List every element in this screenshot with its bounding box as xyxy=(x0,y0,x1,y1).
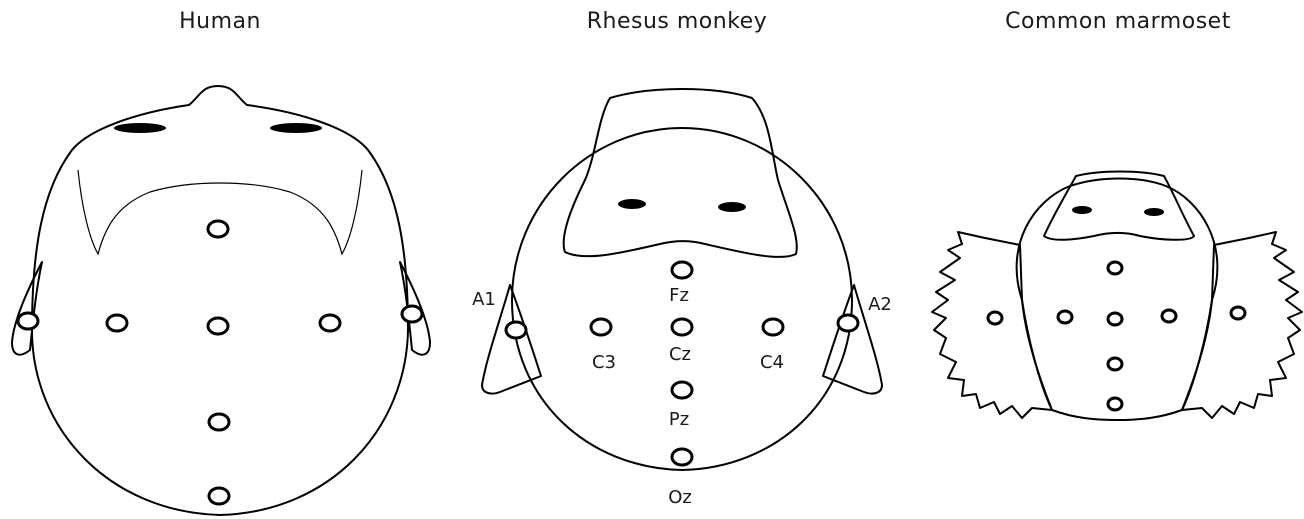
human-hairline xyxy=(78,170,362,254)
marmoset-left-eye xyxy=(1072,206,1092,214)
rhesus-electrode-oz xyxy=(672,449,692,465)
marmoset-head-outline xyxy=(1017,179,1218,421)
human-left-ear xyxy=(12,262,42,355)
rhesus-label-a1: A1 xyxy=(472,289,496,310)
rhesus-left-eye xyxy=(618,199,646,209)
human-head-outline xyxy=(32,86,408,515)
rhesus-electrode-a2 xyxy=(838,315,858,331)
marmoset-electrode-a1 xyxy=(988,312,1002,324)
marmoset-electrode-fz xyxy=(1108,262,1122,274)
rhesus-label-pz: Pz xyxy=(669,409,689,430)
rhesus-electrode-c3 xyxy=(591,319,611,335)
human-electrode-c3 xyxy=(107,315,127,331)
marmoset-electrode-oz xyxy=(1108,398,1122,410)
marmoset-right-ear-tuft xyxy=(1182,232,1302,418)
marmoset-face xyxy=(1044,172,1194,240)
rhesus-electrode-c4 xyxy=(763,319,783,335)
rhesus-right-eye xyxy=(718,202,746,212)
rhesus-electrode-pz xyxy=(672,382,692,398)
human-right-eye xyxy=(270,123,322,133)
marmoset-electrode-c3 xyxy=(1058,311,1072,323)
human-electrode-c4 xyxy=(320,315,340,331)
marmoset-title: Common marmoset xyxy=(1005,9,1231,34)
human-left-eye xyxy=(114,123,166,133)
rhesus-label-cz: Cz xyxy=(669,344,691,365)
rhesus-electrode-a1 xyxy=(506,322,526,338)
rhesus-face xyxy=(564,89,797,257)
marmoset-electrode-c4 xyxy=(1162,310,1176,322)
marmoset-panel: Common marmoset xyxy=(932,9,1302,420)
rhesus-title: Rhesus monkey xyxy=(587,9,767,34)
human-electrode-oz xyxy=(209,488,229,504)
human-electrode-fz xyxy=(208,221,228,237)
rhesus-label-fz: Fz xyxy=(669,285,689,306)
marmoset-electrode-pz xyxy=(1108,358,1122,370)
human-panel: Human xyxy=(12,9,430,515)
human-electrode-a1 xyxy=(18,313,38,329)
human-electrode-a2 xyxy=(402,306,422,322)
marmoset-electrode-cz xyxy=(1108,313,1122,325)
rhesus-panel: Rhesus monkey A1 A2 Fz Cz C3 C4 Pz Oz xyxy=(472,9,892,508)
human-electrode-cz xyxy=(208,318,228,334)
rhesus-label-oz: Oz xyxy=(668,487,692,508)
marmoset-right-eye xyxy=(1144,208,1164,216)
rhesus-label-a2: A2 xyxy=(868,294,892,315)
marmoset-electrode-a2 xyxy=(1231,307,1245,319)
human-title: Human xyxy=(179,9,261,34)
rhesus-electrode-fz xyxy=(672,262,692,278)
rhesus-label-c3: C3 xyxy=(592,352,616,373)
rhesus-electrode-cz xyxy=(672,319,692,335)
human-electrode-pz xyxy=(209,414,229,430)
rhesus-label-c4: C4 xyxy=(760,352,784,373)
